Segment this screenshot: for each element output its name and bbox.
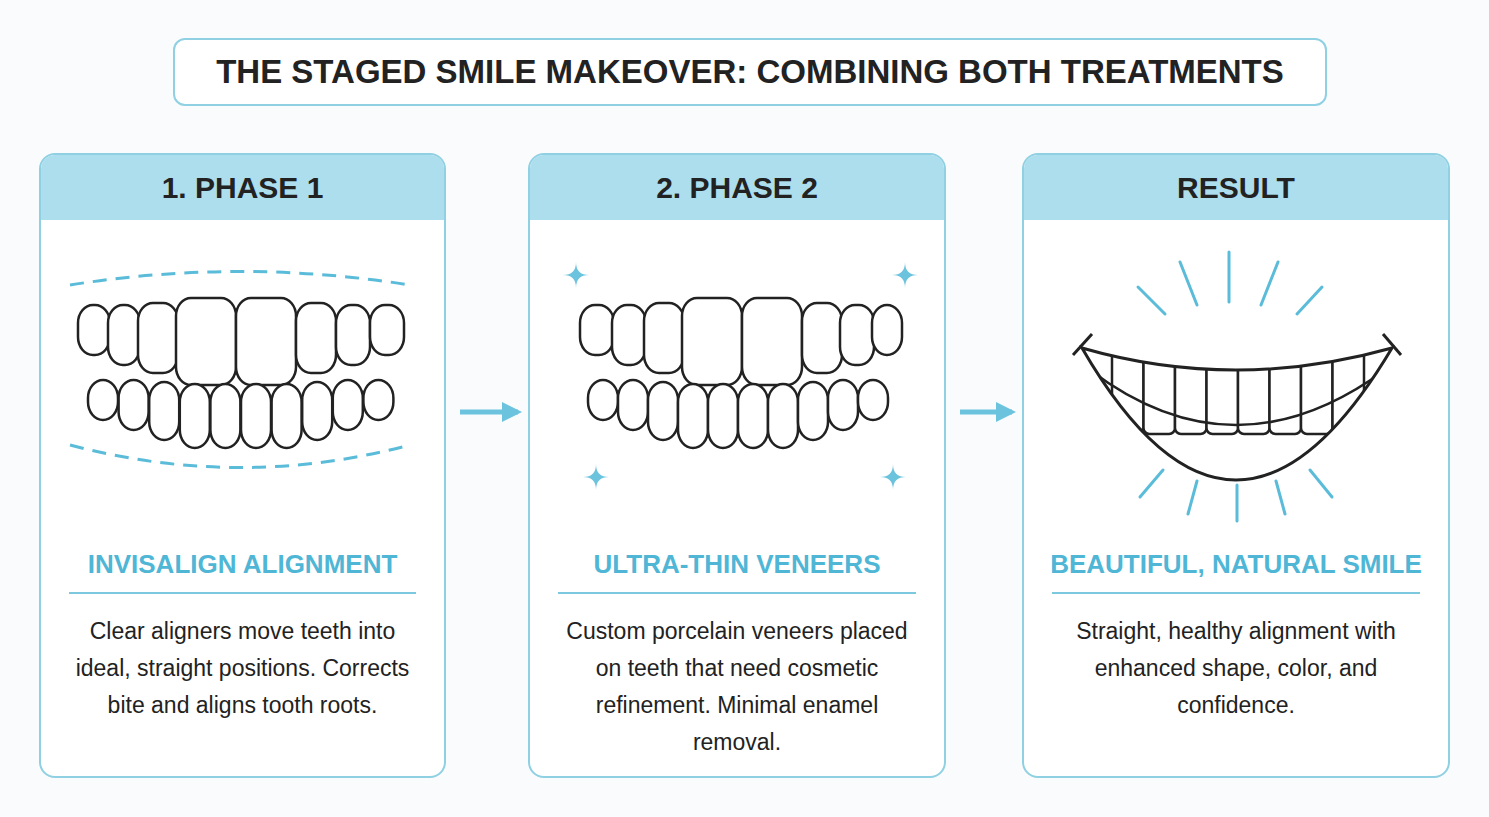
treatment-title: INVISALIGN ALIGNMENT [41, 546, 444, 582]
title-underline [558, 592, 916, 594]
title-underline [69, 592, 416, 594]
description-text: Straight, healthy alignment with enhance… [1064, 613, 1408, 724]
title-box: THE STAGED SMILE MAKEOVER: COMBINING BOT… [173, 38, 1327, 106]
title-underline [1052, 592, 1420, 594]
phase-header: RESULT [1024, 155, 1448, 220]
treatment-title: BEAUTIFUL, NATURAL SMILE [1024, 546, 1448, 582]
phase-panel: RESULT BEAUTIFUL, NATURAL SMILE Straight, … [1022, 153, 1450, 778]
treatment-title: ULTRA-THIN VENEERS [530, 546, 944, 582]
phase-panel: 2. PHASE 2 ULTRA-THIN VENEERS Custom porce… [528, 153, 946, 778]
phase-panel: 1. PHASE 1 INVISALIGN ALIGNMENT Clear alig… [39, 153, 446, 778]
description-text: Custom porcelain veneers placed on teeth… [565, 613, 909, 761]
flow-arrow [960, 410, 1012, 415]
flow-arrow [460, 410, 518, 415]
description-text: Clear aligners move teeth into ideal, st… [71, 613, 415, 724]
diagram-title: THE STAGED SMILE MAKEOVER: COMBINING BOT… [216, 53, 1284, 91]
phase-header: 2. PHASE 2 [530, 155, 944, 220]
phase-header: 1. PHASE 1 [41, 155, 444, 220]
